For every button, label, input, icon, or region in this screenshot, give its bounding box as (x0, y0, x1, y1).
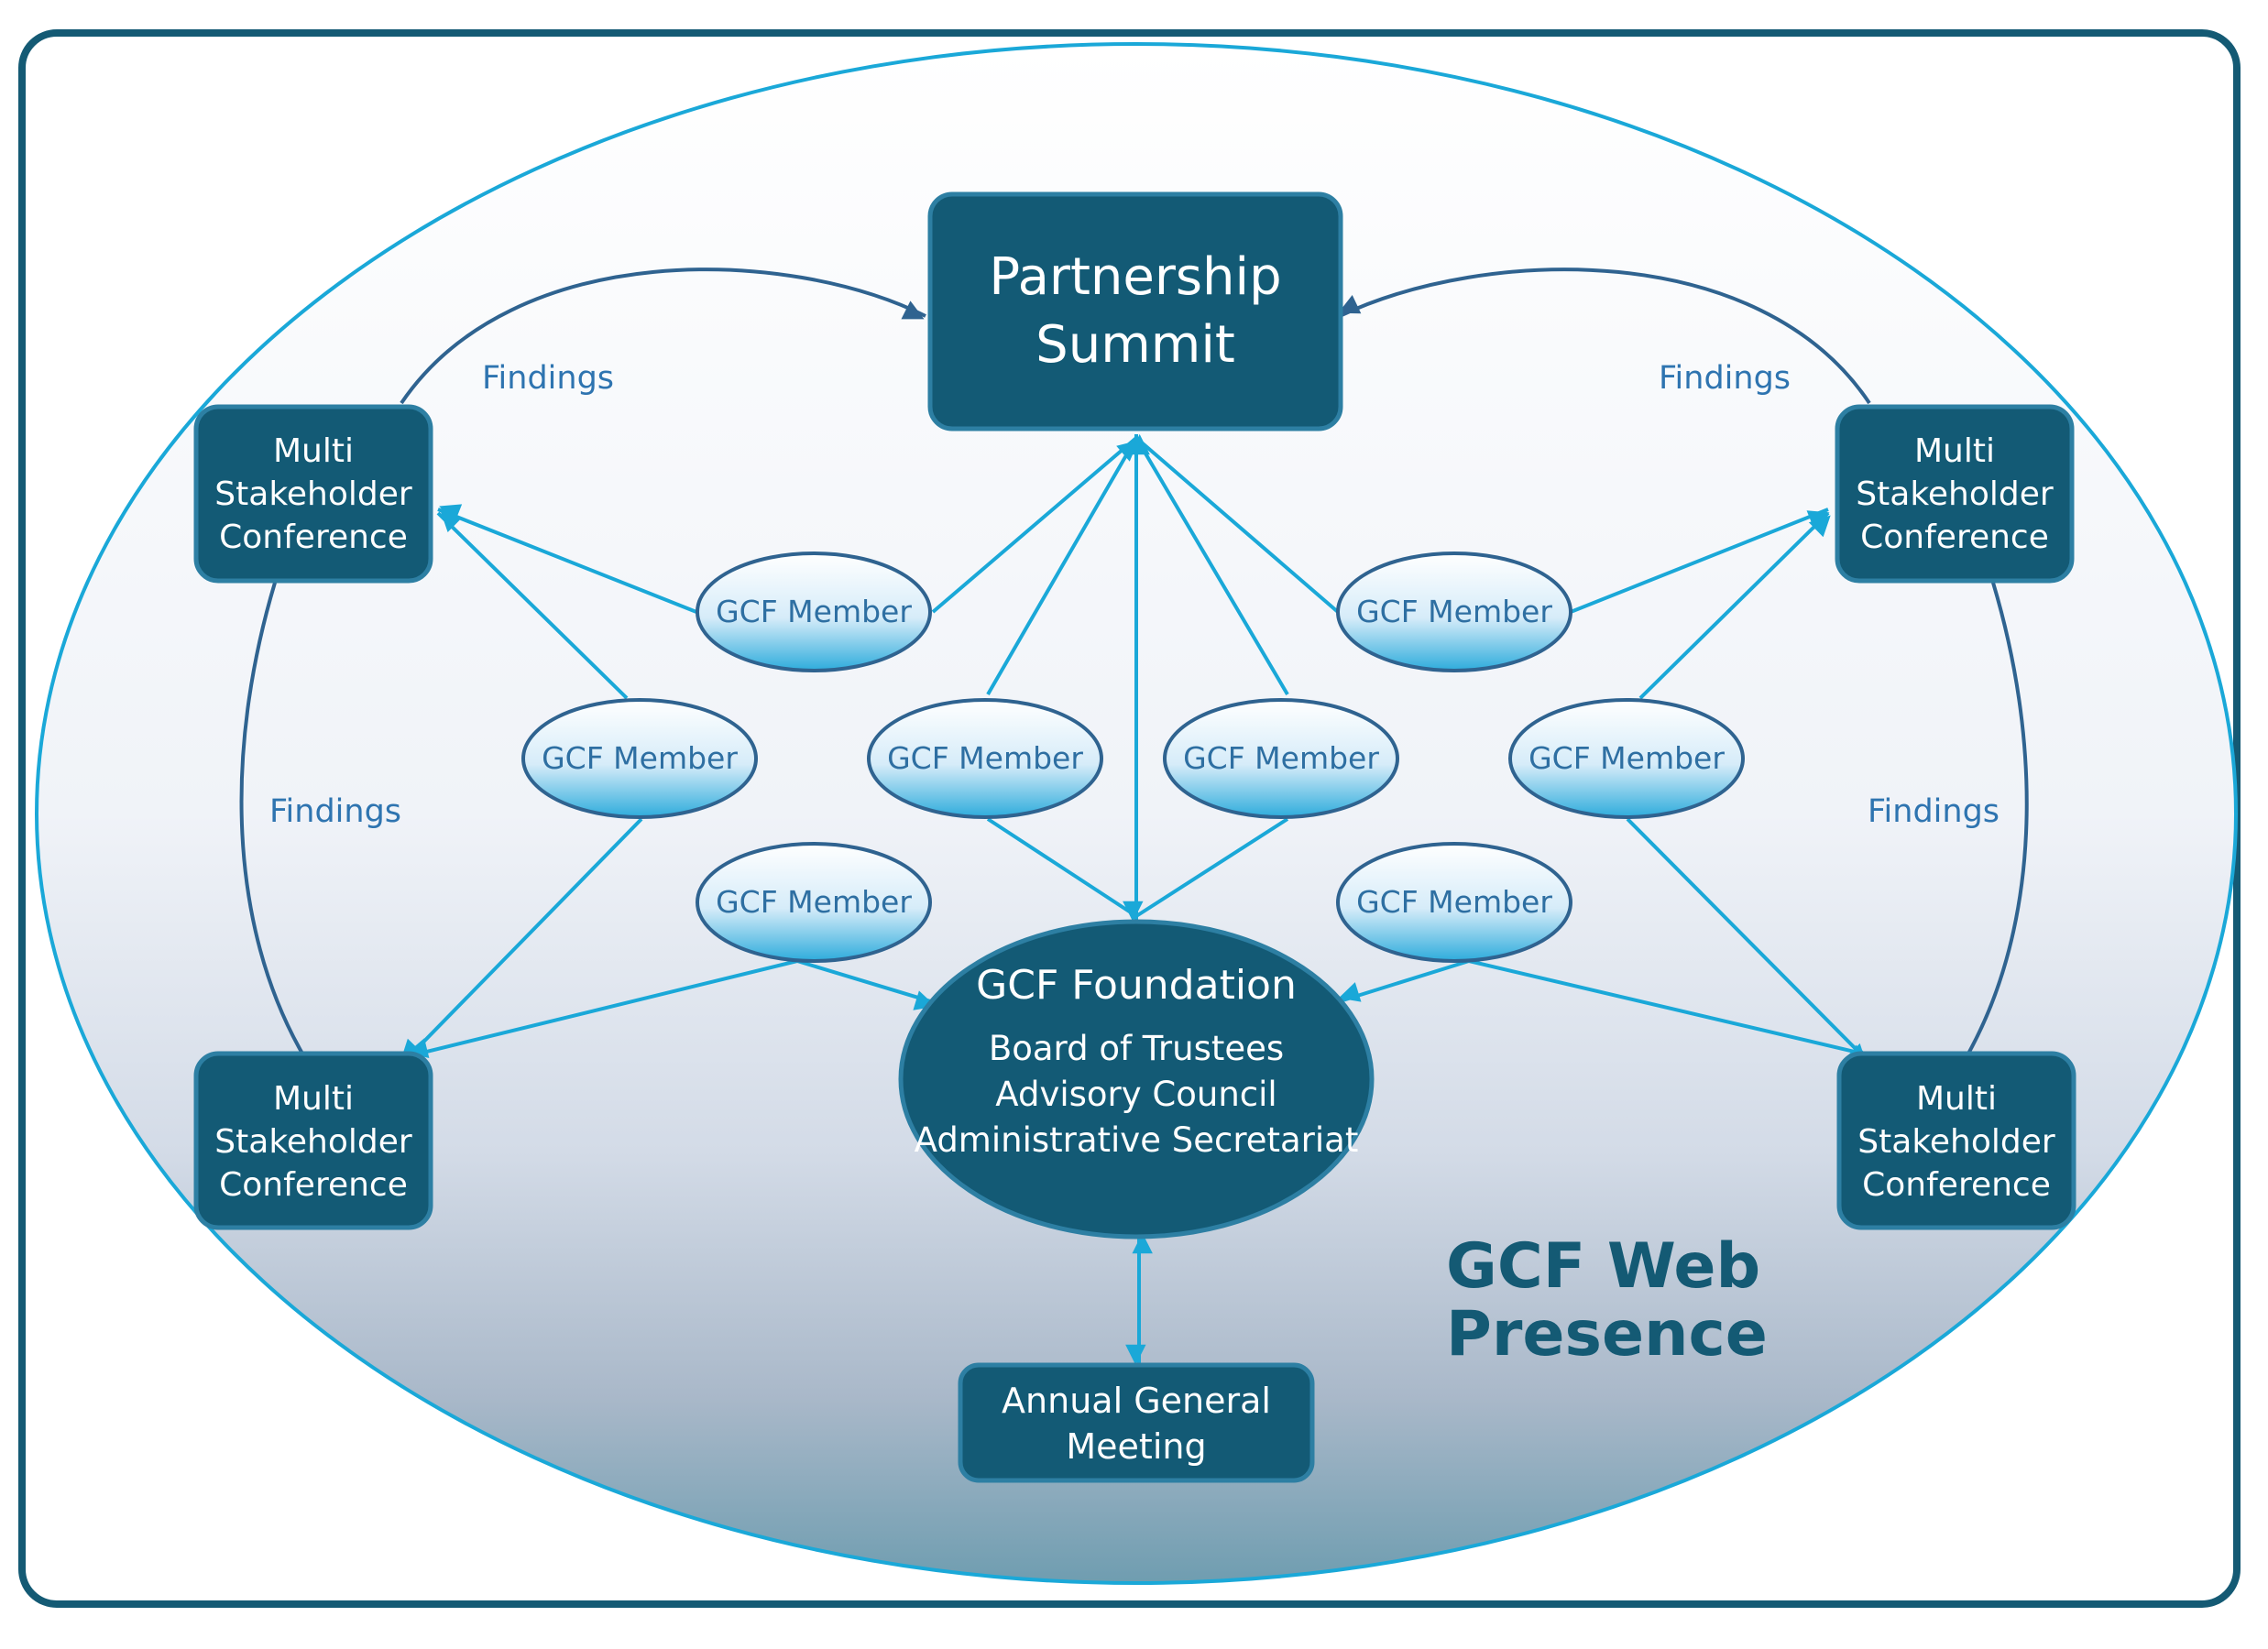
web-presence-line-1: GCF Web (1446, 1230, 1761, 1303)
agm-label: Annual General Meeting (960, 1378, 1312, 1469)
member-r-to-conf-tr (1638, 511, 1831, 700)
member-l-to-conf-bl (400, 817, 643, 1065)
member-l-to-conf-tl (436, 510, 629, 700)
findings-arc-right (1967, 582, 2029, 1054)
member-cr-to-summit (1134, 436, 1289, 696)
member-br-to-conf-br (1468, 959, 1875, 1065)
conference-box-bottom-left[interactable] (193, 1051, 433, 1230)
conference-line-2: Stakeholder (1857, 1123, 2055, 1161)
conference-box-top-left[interactable] (193, 404, 433, 584)
member-cl-to-foundation (986, 817, 1138, 918)
conference-label-top-left: Multi Stakeholder Conference (196, 430, 431, 559)
conference-label-bottom-left: Multi Stakeholder Conference (196, 1077, 431, 1207)
gcf-member-ellipse (521, 698, 758, 819)
gcf-member-label: GCF Member (716, 884, 912, 920)
summit-line-2: Summit (1035, 315, 1235, 375)
agm-line-2: Meeting (1066, 1426, 1207, 1467)
findings-arc-top-left (400, 268, 926, 405)
conference-box-top-right[interactable] (1835, 404, 2075, 584)
web-presence-label: GCF Web Presence (1446, 1233, 1768, 1369)
findings-label-right: Findings (1867, 793, 2000, 830)
member-bl-to-foundation (796, 959, 937, 1010)
findings-arc-left (239, 582, 304, 1054)
conference-line-3: Conference (1862, 1166, 2051, 1204)
member-cr-to-foundation (1134, 817, 1289, 918)
findings-arcs (239, 268, 2029, 1054)
gcf-member-label: GCF Member (1183, 740, 1379, 776)
member-connectors (400, 433, 1875, 1366)
gcf-member-ellipse (696, 842, 932, 963)
member-bl-to-conf-bl (406, 959, 798, 1059)
gcf-member-ellipse (867, 698, 1103, 819)
agm-line-1: Annual General (1002, 1381, 1271, 1421)
conference-line-3: Conference (1860, 519, 2049, 556)
gcf-member-ellipse (696, 551, 932, 672)
summit-line-1: Partnership (989, 247, 1282, 307)
member-r-to-conf-br (1626, 817, 1871, 1065)
member-tr-to-summit (1134, 436, 1340, 614)
member-tl-to-conf-tl (437, 504, 697, 614)
foundation-item: Advisory Council (995, 1075, 1277, 1114)
gcf-foundation-ellipse[interactable] (898, 919, 1375, 1239)
gcf-member-label: GCF Member (887, 740, 1083, 776)
gcf-member-ellipse (1508, 698, 1745, 819)
conference-line-1: Multi (1914, 432, 1995, 470)
gcf-member-label: GCF Member (1356, 594, 1552, 629)
foundation-item: Board of Trustees (988, 1029, 1285, 1068)
conference-line-3: Conference (219, 519, 408, 556)
gcf-member-ellipse (1336, 551, 1572, 672)
gcf-member-label: GCF Member (1528, 740, 1725, 776)
web-presence-line-2: Presence (1446, 1298, 1768, 1371)
conference-line-3: Conference (219, 1166, 408, 1204)
member-cl-to-summit (986, 436, 1138, 696)
conference-line-1: Multi (1916, 1080, 1997, 1118)
partnership-summit-box[interactable] (927, 191, 1343, 431)
agm-box[interactable] (958, 1362, 1315, 1483)
conference-line-2: Stakeholder (1856, 475, 2054, 513)
partnership-summit-label: Partnership Summit (930, 244, 1341, 379)
findings-arc-top-right (1338, 268, 1871, 405)
gcf-member-label: GCF Member (542, 740, 738, 776)
conference-label-top-right: Multi Stakeholder Conference (1837, 430, 2072, 559)
foundation-title: GCF Foundation (976, 962, 1297, 1009)
gcf-member-label: GCF Member (1356, 884, 1552, 920)
conference-line-2: Stakeholder (214, 1123, 412, 1161)
conference-label-bottom-right: Multi Stakeholder Conference (1839, 1077, 2074, 1207)
gcf-member-ellipse (1163, 698, 1399, 819)
member-ellipses (521, 551, 1745, 963)
conference-line-2: Stakeholder (214, 475, 412, 513)
member-br-to-foundation (1338, 959, 1470, 1003)
findings-label-left: Findings (268, 793, 402, 830)
foundation-item: Administrative Secretariat (914, 1120, 1359, 1160)
gcf-member-label: GCF Member (716, 594, 912, 629)
member-tl-to-summit (931, 436, 1139, 614)
member-tr-to-conf-tr (1570, 508, 1830, 614)
conference-line-1: Multi (273, 1080, 354, 1118)
foundation-items: Board of Trustees Advisory Council Admin… (907, 1026, 1365, 1163)
findings-label-top-left: Findings (481, 360, 615, 397)
conference-box-bottom-right[interactable] (1836, 1051, 2076, 1230)
gcf-member-ellipse (1336, 842, 1572, 963)
findings-label-top-right: Findings (1658, 360, 1791, 397)
conference-line-1: Multi (273, 432, 354, 470)
